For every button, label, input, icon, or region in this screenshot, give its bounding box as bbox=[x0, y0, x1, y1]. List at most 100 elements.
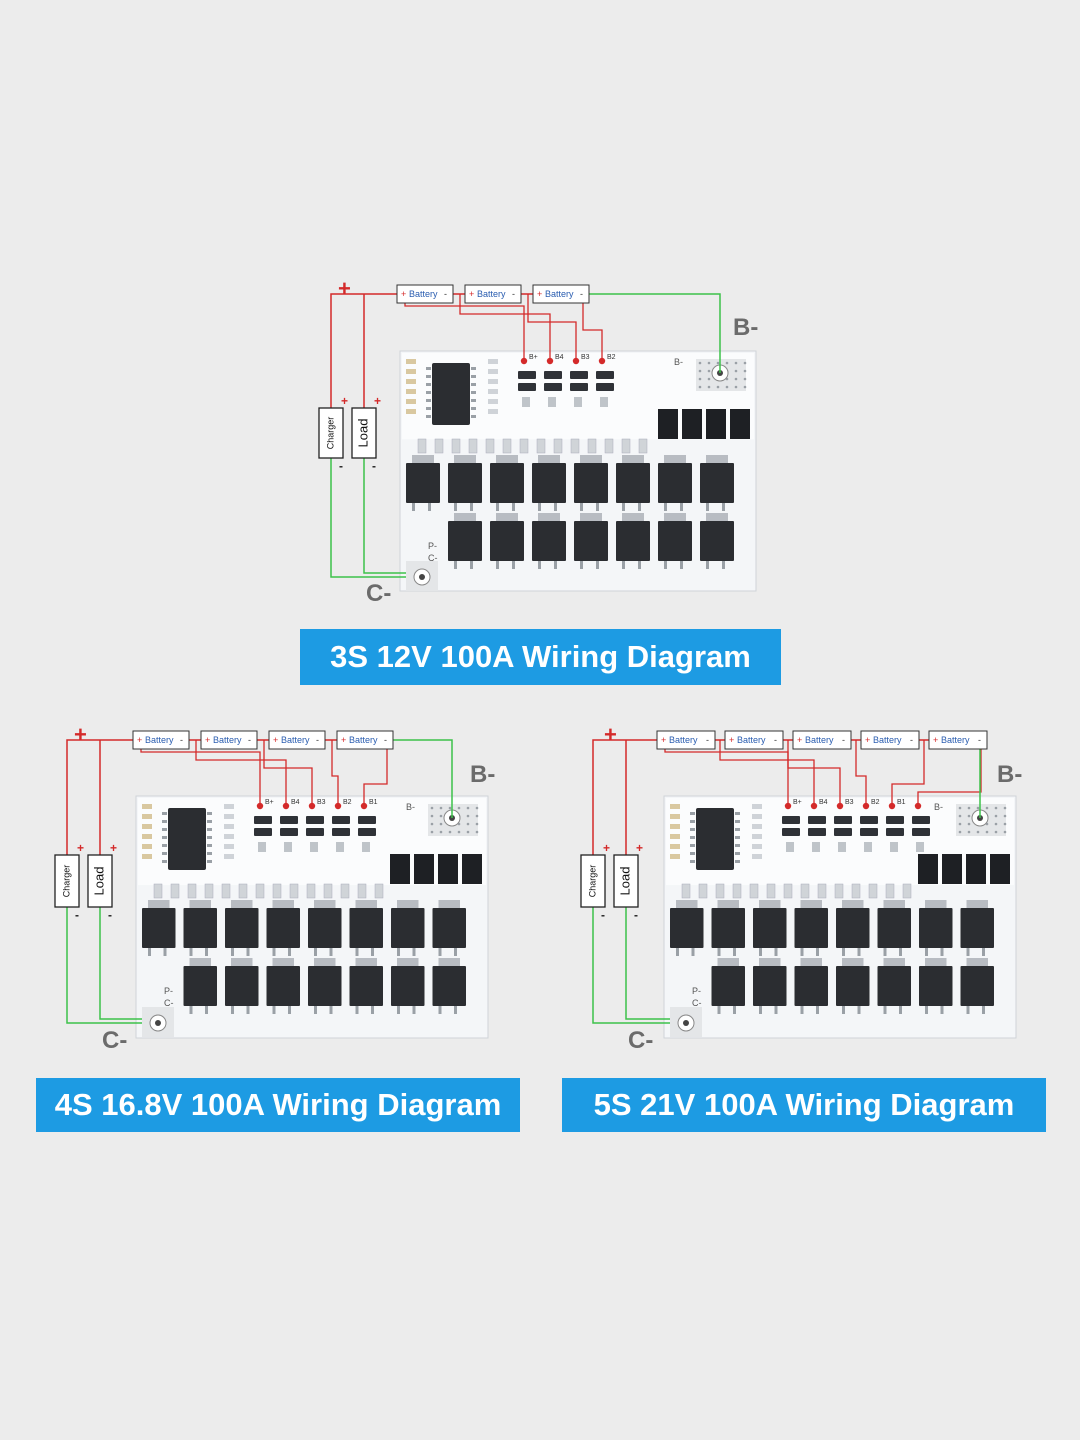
balance-pad-label: B1 bbox=[897, 799, 906, 806]
b-minus-pad-label: B- bbox=[934, 802, 943, 812]
balance-transistor bbox=[596, 383, 614, 391]
balance-transistor bbox=[280, 816, 298, 824]
capacitor bbox=[468, 438, 478, 454]
via-dot bbox=[466, 814, 470, 818]
capacitor bbox=[306, 883, 316, 899]
balance-pad-label: B4 bbox=[819, 799, 828, 806]
balance-transistor bbox=[834, 816, 852, 824]
via-dot bbox=[994, 822, 998, 826]
mosfet-lead bbox=[759, 1006, 762, 1014]
chip-pin bbox=[207, 828, 212, 831]
smd-component bbox=[838, 842, 846, 852]
mosfet-lead bbox=[940, 948, 944, 956]
balance-transistor bbox=[834, 828, 852, 836]
battery-label: Battery bbox=[941, 735, 970, 745]
battery-minus: - bbox=[910, 735, 913, 745]
smd-component bbox=[224, 824, 234, 829]
battery-label: Battery bbox=[873, 735, 902, 745]
balance-wire bbox=[195, 740, 287, 806]
chip-pin bbox=[735, 860, 740, 863]
capacitor bbox=[170, 883, 180, 899]
chip-pin bbox=[690, 844, 695, 847]
balance-transistor bbox=[306, 828, 324, 836]
battery-plus: + bbox=[661, 735, 666, 745]
capacitor bbox=[221, 883, 231, 899]
mosfet-tab bbox=[189, 900, 211, 908]
balance-transistor bbox=[544, 383, 562, 391]
mosfet-lead bbox=[538, 561, 541, 569]
capacitor bbox=[238, 883, 248, 899]
via-dot bbox=[958, 822, 962, 826]
mosfet-tab bbox=[496, 455, 518, 463]
smd-component bbox=[406, 369, 416, 374]
via-dot bbox=[698, 377, 702, 381]
chip-pin bbox=[162, 852, 167, 855]
battery-minus: - bbox=[180, 735, 183, 745]
chip-pin bbox=[690, 812, 695, 815]
mosfet-lead bbox=[288, 1006, 291, 1014]
balance-transistor bbox=[912, 816, 930, 824]
via-dot bbox=[743, 377, 747, 381]
c-minus-pad-label: C- bbox=[692, 998, 702, 1008]
smd-component bbox=[670, 854, 680, 859]
chip-pin bbox=[735, 820, 740, 823]
via-dot bbox=[430, 822, 434, 826]
mosfet-lead bbox=[940, 1006, 944, 1014]
balance-transistor bbox=[280, 828, 298, 836]
negative-wire-charger bbox=[330, 458, 422, 578]
via-dot bbox=[725, 361, 729, 365]
mosfet-tab bbox=[397, 958, 419, 966]
charger-box bbox=[580, 854, 606, 908]
mosfet-lead bbox=[397, 1006, 400, 1014]
battery-plus: + bbox=[205, 735, 210, 745]
battery-label: Battery bbox=[669, 735, 698, 745]
via-dot bbox=[457, 806, 461, 810]
negative-wire-load bbox=[363, 458, 422, 574]
mosfet-lead bbox=[842, 1006, 845, 1014]
load-plus: + bbox=[110, 841, 117, 855]
mosfet bbox=[670, 908, 704, 948]
smd-component bbox=[670, 824, 680, 829]
mosfet bbox=[266, 966, 300, 1006]
mosfet-tab bbox=[438, 900, 460, 908]
chip-pin bbox=[162, 828, 167, 831]
battery-label: Battery bbox=[213, 735, 242, 745]
mosfet-lead bbox=[966, 1006, 970, 1014]
via-dot bbox=[743, 369, 747, 373]
mosfet-lead bbox=[512, 503, 515, 511]
mosfet bbox=[711, 908, 745, 948]
smd-component bbox=[224, 834, 234, 839]
balance-transistor bbox=[358, 816, 376, 824]
smd-component bbox=[284, 842, 292, 852]
capacitor bbox=[323, 883, 333, 899]
mosfet-lead bbox=[454, 503, 457, 511]
chip-pin bbox=[471, 391, 476, 394]
balance-pad-label: B+ bbox=[265, 799, 274, 806]
via-dot bbox=[448, 830, 452, 834]
mosfet-tab bbox=[580, 455, 602, 463]
mosfet-lead bbox=[314, 948, 317, 956]
shunt-resistor bbox=[966, 854, 986, 884]
battery-plus: + bbox=[273, 735, 278, 745]
via-dot bbox=[958, 830, 962, 834]
shunt-resistor bbox=[682, 409, 702, 439]
mosfet-tab bbox=[397, 900, 419, 908]
mosfet-lead bbox=[596, 561, 599, 569]
mosfet-lead bbox=[638, 561, 641, 569]
mosfet-lead bbox=[925, 948, 928, 956]
balance-transistor bbox=[332, 816, 350, 824]
chip-pin bbox=[735, 828, 740, 831]
shunt-resistor bbox=[658, 409, 678, 439]
mosfet-lead bbox=[454, 1006, 457, 1014]
mosfet bbox=[142, 908, 176, 948]
smd-component bbox=[812, 842, 820, 852]
balance-transistor bbox=[860, 828, 878, 836]
smd-component bbox=[890, 842, 898, 852]
via-dot bbox=[475, 822, 479, 826]
smd-component bbox=[574, 397, 582, 407]
mosfet-lead bbox=[816, 1006, 819, 1014]
c-minus-label: C- bbox=[366, 580, 391, 607]
mosfet-tab bbox=[496, 513, 518, 521]
